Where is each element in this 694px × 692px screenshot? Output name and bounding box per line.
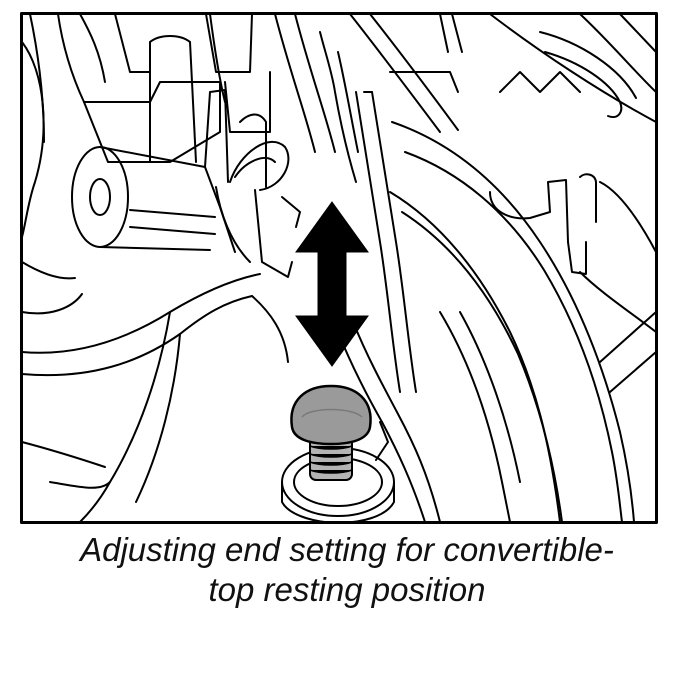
right-shell	[349, 13, 635, 523]
mechanism-illustration	[20, 12, 658, 524]
caption-line-1: Adjusting end setting for convertible-	[80, 531, 614, 568]
caption-line-2: top resting position	[208, 571, 486, 608]
illustration-canvas	[20, 12, 658, 524]
adjustable-rubber-stop-icon	[290, 384, 372, 481]
figure-caption: Adjusting end setting for convertible- t…	[0, 530, 694, 610]
linkage-lever	[204, 89, 301, 278]
stop-head	[290, 384, 372, 446]
latch-hook	[489, 13, 657, 393]
center-tube	[337, 91, 441, 523]
cable-runs	[209, 13, 359, 183]
left-edge-structure	[21, 13, 85, 315]
body-panel	[21, 273, 289, 523]
hinge-bracket-assembly	[79, 13, 271, 163]
double-headed-vertical-arrow-icon	[295, 201, 369, 367]
